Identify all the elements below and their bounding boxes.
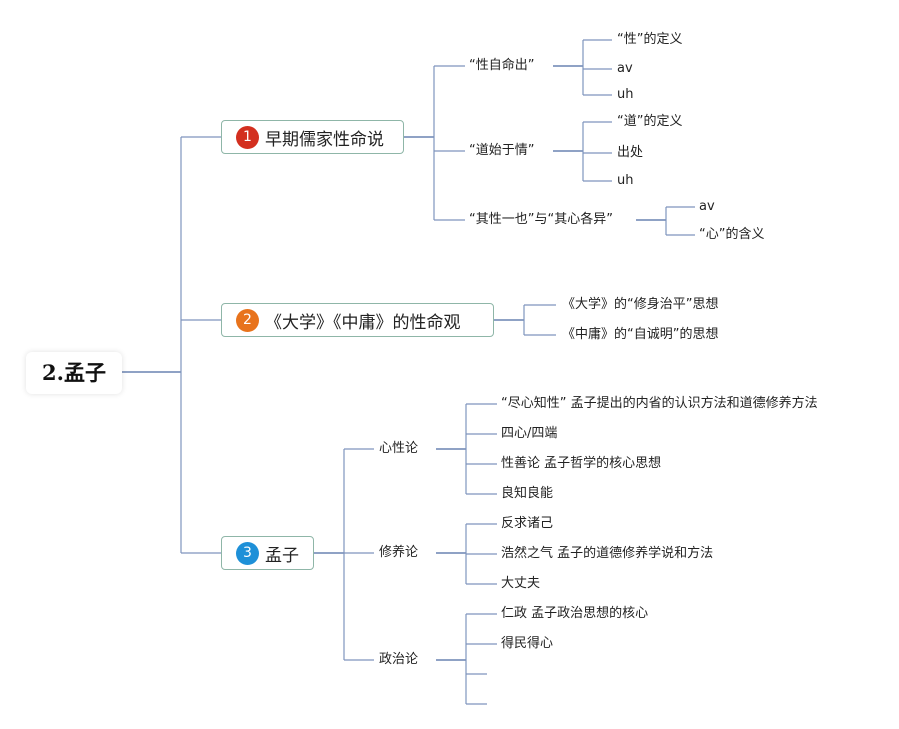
topic-2-label: 《大学》《中庸》的性命观: [265, 312, 461, 333]
leaf-3-2-2[interactable]: 浩然之气 孟子的道德修养学说和方法: [501, 546, 714, 561]
leaf-1-1-3[interactable]: uh: [617, 87, 634, 102]
leaf-3-1-2[interactable]: 四心/四端: [501, 426, 558, 441]
root-node[interactable]: 2.孟子: [26, 352, 122, 394]
subtopic-2-2[interactable]: 《中庸》的“自诚明”的思想: [562, 327, 719, 342]
subtopic-1-2[interactable]: “道始于情”: [469, 143, 535, 158]
topic-1-node[interactable]: 1 早期儒家性命说: [221, 120, 404, 154]
leaf-1-2-2[interactable]: 出处: [617, 145, 644, 160]
leaf-3-3-1[interactable]: 仁政 孟子政治思想的核心: [501, 606, 649, 621]
leaf-3-1-1[interactable]: “尽心知性” 孟子提出的内省的认识方法和道德修养方法: [501, 396, 818, 411]
leaf-3-1-4[interactable]: 良知良能: [501, 486, 554, 501]
leaf-1-1-2[interactable]: av: [617, 61, 633, 76]
leaf-1-3-1[interactable]: av: [699, 199, 715, 214]
leaf-1-1-1[interactable]: “性”的定义: [617, 32, 683, 47]
topic-2-node[interactable]: 2 《大学》《中庸》的性命观: [221, 303, 494, 337]
leaf-1-3-2[interactable]: “心”的含义: [699, 227, 765, 242]
subtopic-3-2[interactable]: 修养论: [379, 545, 419, 560]
subtopic-2-1[interactable]: 《大学》的“修身治平”思想: [562, 297, 719, 312]
number-badge-2: 2: [236, 308, 259, 332]
topic-1-label: 早期儒家性命说: [265, 129, 384, 150]
subtopic-1-1[interactable]: “性自命出”: [469, 58, 535, 73]
subtopic-3-1[interactable]: 心性论: [379, 441, 419, 456]
leaf-3-2-3[interactable]: 大丈夫: [501, 576, 541, 591]
leaf-3-3-2[interactable]: 得民得心: [501, 636, 554, 651]
topic-3-label: 孟子: [265, 545, 299, 566]
subtopic-3-3[interactable]: 政治论: [379, 652, 419, 667]
leaf-3-1-3[interactable]: 性善论 孟子哲学的核心思想: [501, 456, 662, 471]
leaf-3-2-1[interactable]: 反求诸己: [501, 516, 554, 531]
leaf-1-2-1[interactable]: “道”的定义: [617, 114, 683, 129]
topic-3-node[interactable]: 3 孟子: [221, 536, 314, 570]
number-badge-3: 3: [236, 541, 259, 565]
subtopic-1-3[interactable]: “其性一也”与“其心各异”: [469, 212, 613, 227]
number-badge-1: 1: [236, 125, 259, 149]
leaf-1-2-3[interactable]: uh: [617, 173, 634, 188]
